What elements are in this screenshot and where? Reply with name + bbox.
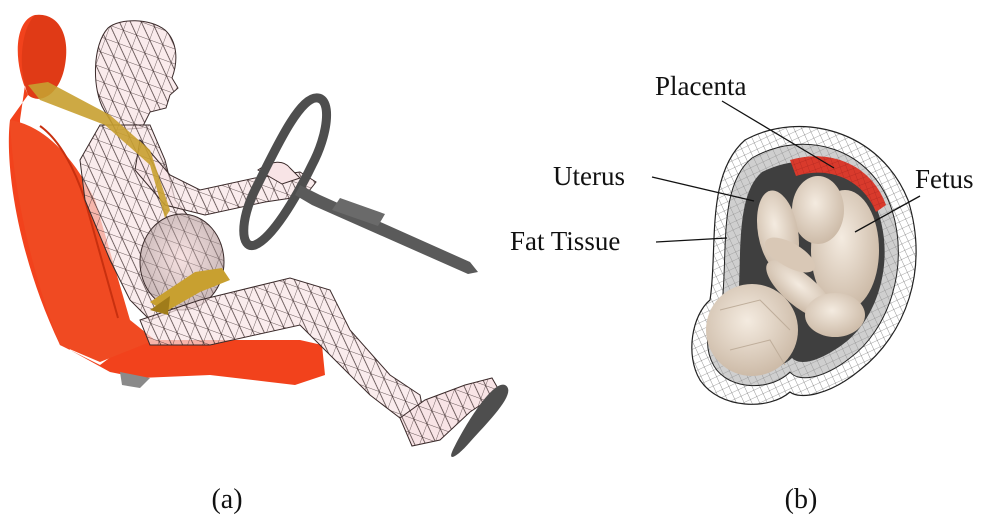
panel-a-caption: (a) [211,484,242,515]
placenta-label: Placenta [655,71,746,101]
panel-a-illustration [9,15,508,457]
panel-b-caption: (b) [785,484,818,515]
uterus-label: Uterus [553,161,625,191]
panel-b-illustration [692,127,916,405]
fat-tissue-label: Fat Tissue [510,226,620,256]
fetus-label: Fetus [915,164,974,194]
